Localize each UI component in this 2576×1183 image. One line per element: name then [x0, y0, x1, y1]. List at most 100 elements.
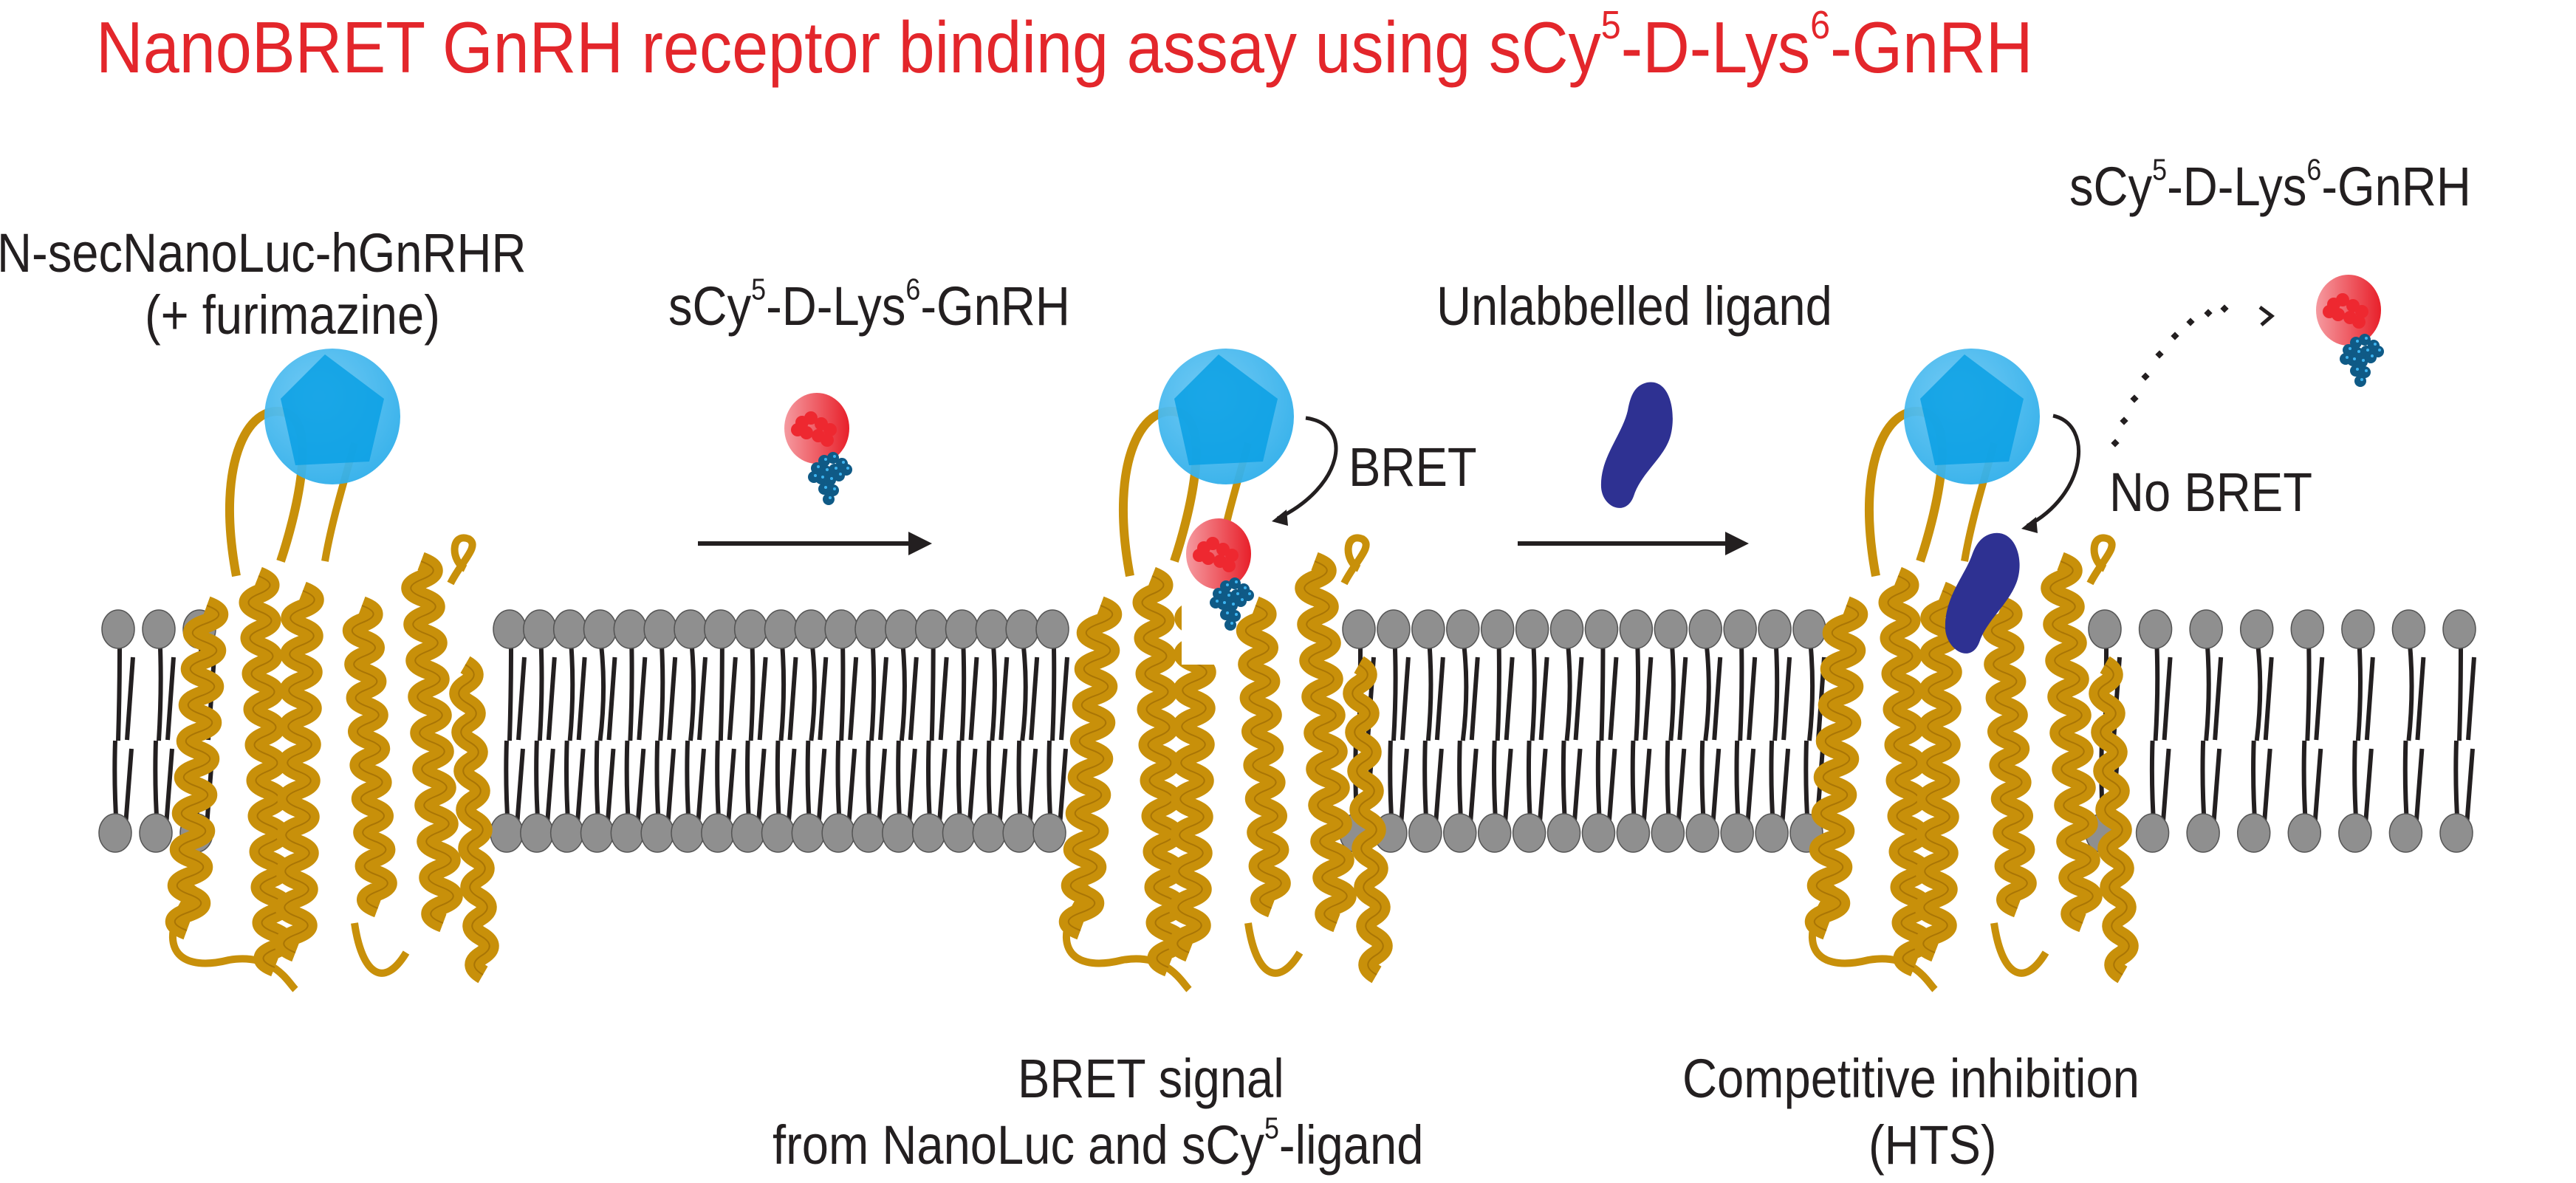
lipid-tail [1703, 648, 1711, 741]
furimazine-label: (+ furimazine) [145, 284, 440, 346]
lipid-tail [786, 748, 797, 826]
arrow-right-icon [1518, 532, 1749, 555]
peptide-bead [2354, 375, 2366, 387]
lipid-tail [597, 648, 606, 741]
lipid-tail [123, 748, 134, 826]
lipid-head [1005, 609, 1039, 649]
lipid-tail [507, 648, 513, 741]
lipid-tail [1400, 656, 1411, 741]
peptide-bead [1229, 577, 1241, 589]
lipid-tail [929, 648, 936, 741]
lipid-tail [1425, 648, 1433, 741]
lipid-tail [575, 748, 586, 826]
lipid-tail [839, 648, 846, 741]
lipid-tail [546, 656, 557, 741]
caption-bret-source: from NanoLuc and sCy5-ligand [773, 1111, 1424, 1176]
lipid-tail [516, 656, 527, 741]
lipid-head [882, 813, 916, 853]
lipid-tail [1710, 748, 1722, 826]
lipid-tail [1606, 748, 1617, 826]
peptide-bead [2340, 353, 2351, 365]
lipid-head [1377, 609, 1411, 649]
lipid-tail [848, 656, 859, 741]
lipid-head [791, 813, 826, 853]
dot [2204, 309, 2213, 318]
receptor-label: N-secNanoLuc-hGnRHR [0, 222, 527, 284]
caption-bret-signal: BRET signal [1018, 1048, 1284, 1109]
lipid-head [1035, 609, 1069, 649]
lipid-head [1408, 813, 1442, 853]
fluorescent-ligand-icon [784, 393, 852, 505]
lipid-head [794, 609, 829, 649]
lipid-tail [1434, 656, 1445, 741]
lipid-head [914, 609, 949, 649]
lipid-tail [1573, 656, 1584, 741]
lipid-head [854, 609, 888, 649]
lipid-tail [1781, 656, 1792, 741]
tracer-label: sCy5-D-Lys6-GnRH [668, 272, 1070, 337]
peptide-bead [1210, 597, 1222, 608]
dot [2141, 372, 2150, 381]
dissociation-dotted-arrow [2111, 304, 2275, 448]
lipid-tail [1460, 648, 1469, 741]
lipid-head [1411, 609, 1445, 649]
lipid-tail [846, 748, 857, 826]
lipid-tail [1738, 648, 1744, 741]
caption-competitive-inhibition: Competitive inhibition [1682, 1048, 2140, 1109]
lipid-head [2338, 813, 2372, 853]
lipid-tail [1391, 648, 1398, 741]
arrow-right-icon [698, 532, 932, 555]
lipid-head [945, 609, 979, 649]
lipid-head [972, 813, 1007, 853]
lipid-tail [2406, 648, 2414, 741]
lipid-tail [2415, 656, 2426, 741]
lipid-tail [2254, 648, 2263, 741]
lipid-head [520, 813, 554, 853]
lipid-tail [1747, 656, 1758, 741]
bound-tracer [1182, 518, 1254, 665]
peptide-bead [808, 471, 820, 483]
dot [2120, 416, 2128, 425]
lipid-head [1515, 609, 1549, 649]
lipid-tail [2457, 648, 2463, 741]
lipid-head [1616, 813, 1651, 853]
lipid-tail [1050, 648, 1057, 741]
peptide-bead [1220, 608, 1232, 620]
lipid-head [2442, 609, 2476, 649]
lipid-tail [787, 656, 798, 741]
lipid-tail [1538, 656, 1549, 741]
displaced-tracer-label: sCy5-D-Lys6-GnRH [2069, 152, 2471, 217]
lipid-tail [697, 656, 708, 741]
peptide-bead [827, 452, 839, 464]
lipid-tail [2464, 748, 2475, 826]
lipid-head [1581, 813, 1616, 853]
lipid-tail [2263, 656, 2274, 741]
lipid-head [640, 813, 674, 853]
lipid-head [2135, 813, 2170, 853]
luciferase-sphere-icon [264, 349, 400, 484]
lipid-tail [938, 656, 949, 741]
lipid-tail [1599, 648, 1606, 741]
dot [2130, 394, 2139, 403]
lipid-tail [635, 748, 646, 826]
lipid-head [1755, 813, 1789, 853]
lipid-tail [967, 748, 978, 826]
lipid-head [1477, 813, 1512, 853]
lipid-head [1342, 609, 1376, 649]
arrowhead [2258, 306, 2275, 326]
lipid-tail [936, 748, 948, 826]
no-bret-label: No BRET [2109, 462, 2313, 523]
receptor-2 [1058, 349, 1393, 992]
dot [2155, 350, 2164, 359]
lipid-bilayer-icon [1339, 609, 1826, 853]
peptide-bead [827, 484, 839, 496]
lipid-head [1446, 609, 1480, 649]
lipid-head [671, 813, 705, 853]
lipid-tail [2314, 656, 2325, 741]
lipid-head [1758, 609, 1792, 649]
lipid-tail [1469, 656, 1480, 741]
lipid-tail [157, 648, 163, 741]
lipid-tail [125, 656, 135, 741]
lipid-tail [1642, 656, 1654, 741]
lipid-tail [968, 656, 979, 741]
